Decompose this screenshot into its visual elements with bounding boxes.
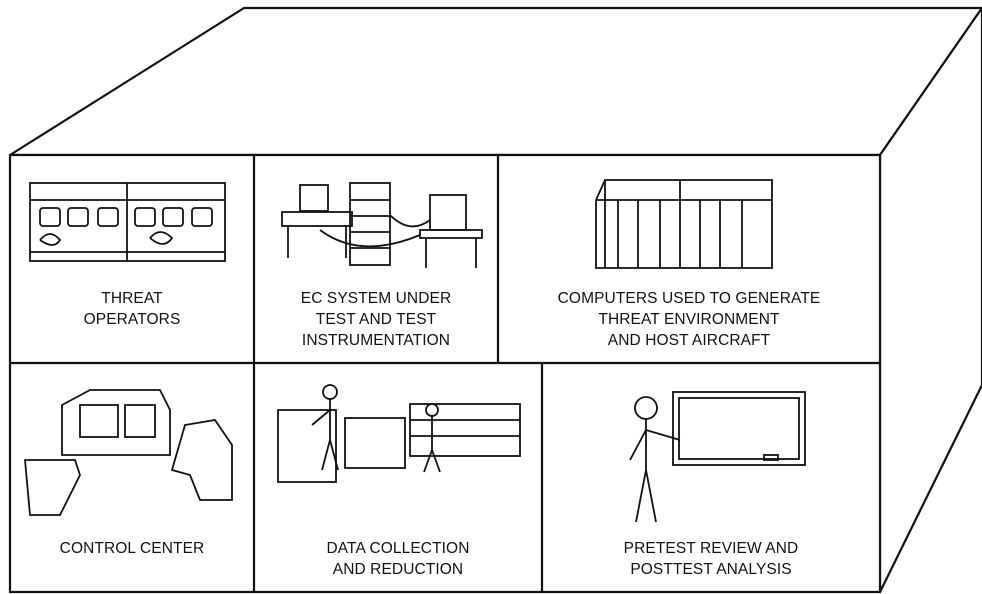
pretest-review-label: PRETEST REVIEW AND POSTTEST ANALYSIS [623, 540, 799, 578]
ec-system-label: EC SYSTEM UNDER TEST AND TEST INSTRUMENT… [300, 290, 452, 349]
ec-system-illustration [281, 182, 483, 268]
computers-illustration [595, 179, 773, 269]
box-front-face [8, 153, 882, 594]
threat-operators-label: THREAT OPERATORS [83, 290, 181, 328]
control-center-illustration [24, 389, 233, 516]
box-top-face [8, 6, 982, 157]
threat-operators-illustration [29, 182, 226, 262]
control-center-label: CONTROL CENTER [59, 540, 205, 557]
computers-label: COMPUTERS USED TO GENERATE THREAT ENVIRO… [557, 290, 821, 349]
data-collection-illustration [277, 384, 521, 483]
pretest-review-illustration [629, 391, 806, 523]
data-collection-label: DATA COLLECTION AND REDUCTION [326, 540, 470, 578]
